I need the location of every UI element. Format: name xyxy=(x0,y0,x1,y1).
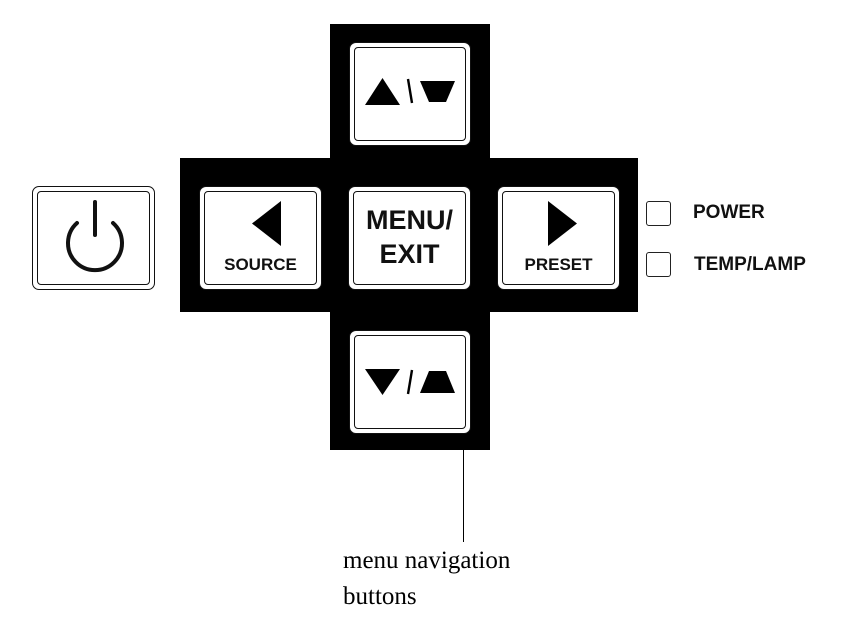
preset-label: PRESET xyxy=(524,255,593,274)
callout-leader-line xyxy=(463,449,464,542)
menu-exit-label: MENU/ EXIT xyxy=(366,205,453,269)
callout-text-line-2: buttons xyxy=(343,583,417,610)
up-button[interactable] xyxy=(349,42,471,146)
callout-text-line-1: menu navigation xyxy=(343,547,511,574)
temp-lamp-indicator-light xyxy=(646,252,671,277)
up-arrow-slash-keystone-icon xyxy=(365,78,455,105)
power-icon xyxy=(66,200,124,273)
left-arrow-icon xyxy=(252,201,281,246)
right-arrow-icon xyxy=(548,201,577,246)
preset-button[interactable]: PRESET xyxy=(497,186,620,290)
power-button[interactable] xyxy=(32,186,155,290)
temp-lamp-indicator-label: TEMP/LAMP xyxy=(694,254,806,275)
source-label: SOURCE xyxy=(224,255,297,274)
menu-exit-button[interactable]: MENU/ EXIT xyxy=(348,186,471,290)
down-arrow-slash-keystone-icon xyxy=(365,369,455,395)
power-indicator-label: POWER xyxy=(693,202,765,223)
power-indicator-light xyxy=(646,201,671,226)
down-button[interactable] xyxy=(349,330,471,434)
source-button[interactable]: SOURCE xyxy=(199,186,322,290)
